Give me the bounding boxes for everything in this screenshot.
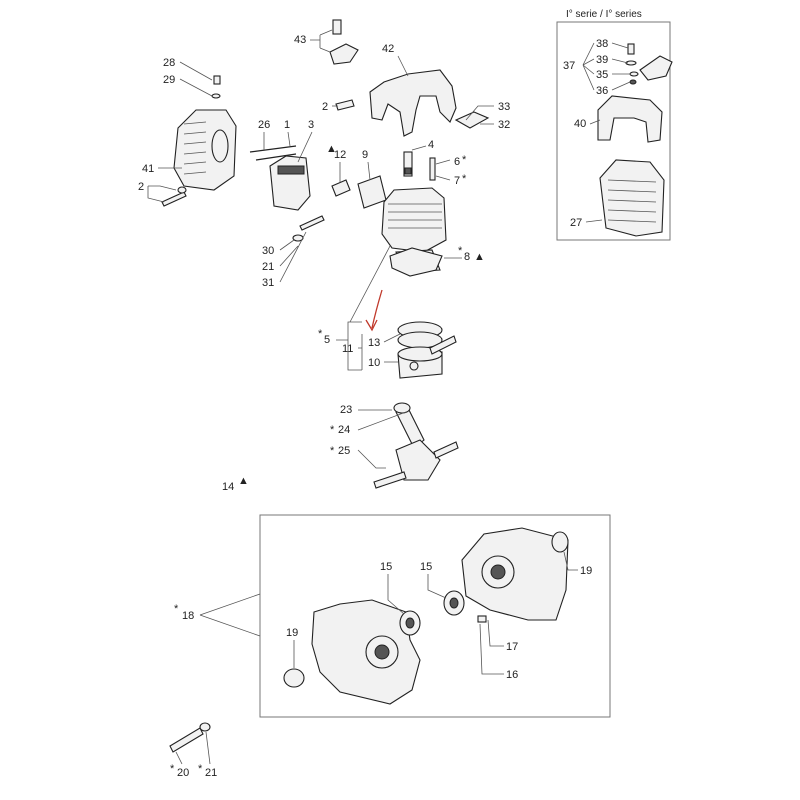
- callout-31: 31: [262, 277, 274, 289]
- part-30-21-31-bolts: [292, 215, 325, 242]
- callout-5: 5: [324, 334, 330, 346]
- callout-19-right: 19: [580, 565, 592, 577]
- callout-4: 4: [428, 139, 434, 151]
- callout-21-left: 21: [262, 261, 274, 273]
- callout-36: 36: [596, 85, 608, 97]
- part-4-spark-plug: [403, 151, 413, 177]
- part-33-32-bracket: [454, 111, 490, 129]
- callout-10: 10: [368, 357, 380, 369]
- highlight-arrowhead: [365, 319, 378, 332]
- callout-25: 25: [338, 445, 350, 457]
- callout-40: 40: [574, 118, 586, 130]
- callout-14: 14: [222, 481, 234, 493]
- callout-29: 29: [163, 74, 175, 86]
- crankcase-box: [259, 514, 611, 718]
- part-40-shroud: [597, 95, 663, 143]
- callout-32: 32: [498, 119, 510, 131]
- callout-35: 35: [596, 69, 608, 81]
- part-2-screw-left: [161, 186, 187, 207]
- part-15-bearing-b: [443, 590, 465, 616]
- star-marker-8: *: [458, 245, 463, 257]
- part-17-16-dowel: [477, 615, 487, 623]
- star-marker-25: *: [330, 445, 335, 457]
- callout-6: 6: [454, 156, 460, 168]
- part-6-7-stud: [429, 157, 436, 181]
- star-marker-20: *: [170, 763, 175, 775]
- part-2-bolt-top: [335, 99, 355, 111]
- callout-12: 12: [334, 149, 346, 161]
- callout-16: 16: [506, 669, 518, 681]
- series-box: [556, 21, 671, 241]
- part-crankshaft: [373, 402, 459, 489]
- part-9-gasket: [357, 175, 387, 209]
- callout-42: 42: [382, 43, 394, 55]
- star-marker-5: *: [318, 328, 323, 340]
- callout-30: 30: [262, 245, 274, 257]
- callout-1: 1: [284, 119, 290, 131]
- part-piston: [397, 346, 443, 379]
- callout-19-left: 19: [286, 627, 298, 639]
- part-37-cover: [639, 55, 673, 81]
- part-26-stud: [249, 145, 297, 161]
- callout-23: 23: [340, 404, 352, 416]
- part-38-36-fastener: [625, 43, 639, 85]
- star-marker-6: *: [462, 154, 467, 166]
- part-19-seal-right: [551, 531, 569, 553]
- callout-7: 7: [454, 175, 460, 187]
- part-19-seal-left: [283, 668, 305, 688]
- star-marker-7: *: [462, 173, 467, 185]
- star-marker-18: *: [174, 603, 179, 615]
- part-13-piston-rings: [397, 321, 443, 349]
- callout-17: 17: [506, 641, 518, 653]
- part-piston-pin: [429, 335, 457, 355]
- callout-21-bottom: 21: [205, 767, 217, 779]
- callout-15-left: 15: [380, 561, 392, 573]
- callout-9: 9: [362, 149, 368, 161]
- callout-33: 33: [498, 101, 510, 113]
- series-box-title: I° serie / I° series: [566, 9, 642, 20]
- part-43-bolt-bracket: [329, 19, 359, 65]
- part-42-top-shroud: [369, 69, 457, 137]
- callout-18: 18: [182, 610, 194, 622]
- callout-2-left: 2: [138, 181, 144, 193]
- callout-38: 38: [596, 38, 608, 50]
- callout-13: 13: [368, 337, 380, 349]
- callout-2-top: 2: [322, 101, 328, 113]
- part-27-cylinder-cover: [599, 159, 665, 237]
- part-41-filter-cover: [173, 109, 237, 191]
- part-12-washer: [331, 179, 351, 197]
- part-crankcase-half-left: [311, 599, 421, 705]
- triangle-marker-3: ▲: [326, 143, 337, 155]
- callout-41: 41: [142, 163, 154, 175]
- part-28-29-screw: [211, 75, 221, 99]
- part-8-gasket: [389, 247, 443, 277]
- part-20-21-bolt: [169, 722, 211, 753]
- callout-3: 3: [308, 119, 314, 131]
- callout-26: 26: [258, 119, 270, 131]
- part-3-carburettor: [269, 155, 311, 211]
- callout-20: 20: [177, 767, 189, 779]
- callout-37: 37: [563, 60, 575, 72]
- highlight-arrow: [371, 289, 383, 329]
- callout-28: 28: [163, 57, 175, 69]
- star-marker-24: *: [330, 424, 335, 436]
- triangle-marker-8: ▲: [474, 251, 485, 263]
- callout-39: 39: [596, 54, 608, 66]
- triangle-marker-14: ▲: [238, 475, 249, 487]
- part-crankcase-half-right: [461, 527, 569, 621]
- callout-8: 8: [464, 251, 470, 263]
- part-15-bearing-a: [399, 610, 421, 636]
- callout-24: 24: [338, 424, 350, 436]
- callout-27: 27: [570, 217, 582, 229]
- star-marker-21: *: [198, 763, 203, 775]
- callout-43: 43: [294, 34, 306, 46]
- callout-15-right: 15: [420, 561, 432, 573]
